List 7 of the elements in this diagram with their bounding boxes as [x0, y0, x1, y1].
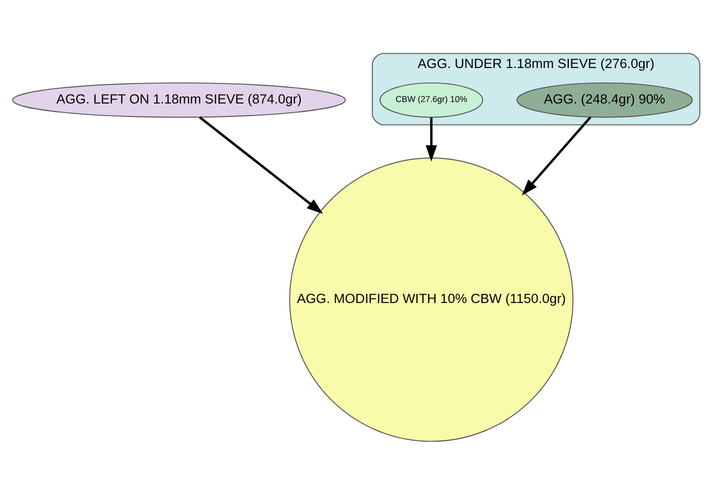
- arrow: [198, 116, 323, 214]
- node-ellipse: AGG. LEFT ON 1.18mm SIEVE (874.0gr): [12, 82, 346, 118]
- arrow: [522, 116, 592, 196]
- node-ellipse: CBW (27.6gr) 10%: [380, 82, 484, 118]
- node-ellipse: AGG. (248.4gr) 90%: [516, 82, 693, 118]
- node-circle: AGG. MODIFIED WITH 10% CBW (1150.0gr): [289, 158, 574, 442]
- arrow: [426, 118, 437, 162]
